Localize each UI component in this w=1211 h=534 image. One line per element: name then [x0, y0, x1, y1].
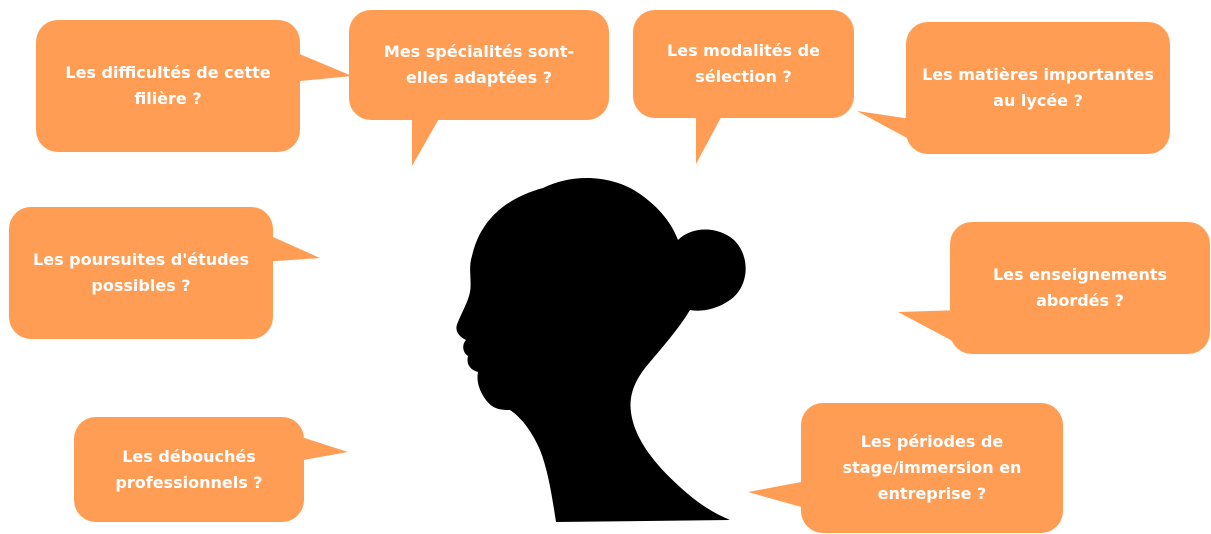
bubble-debouches-line-1: Les débouchés: [122, 446, 256, 466]
bubble-difficultes-line-2: filière ?: [134, 89, 202, 108]
bubble-periodes-line-2: stage/immersion en: [842, 458, 1022, 477]
bubble-enseignements-line-2: abordés ?: [1036, 291, 1124, 310]
bubble-modalites: Les modalités de sélection ?: [633, 10, 854, 118]
bubble-poursuites: Les poursuites d'études possibles ?: [9, 207, 273, 339]
bubble-specialites: Mes spécialités sont- elles adaptées ?: [349, 10, 609, 120]
bubble-enseignements-text: Les enseignements abordés ?: [993, 262, 1167, 314]
bubble-tail-enseignements: [898, 310, 962, 346]
bubble-poursuites-line-1: Les poursuites d'études: [33, 250, 249, 269]
bubble-enseignements: Les enseignements abordés ?: [950, 222, 1210, 354]
bubble-tail-poursuites: [262, 232, 320, 262]
bubble-modalites-line-2: sélection ?: [695, 67, 792, 86]
bubble-tail-difficultes: [290, 50, 352, 82]
bubble-periodes-line-1: Les périodes de: [860, 432, 1004, 451]
bubble-tail-periodes: [748, 480, 812, 510]
bubble-debouches-line-2: professionnels ?: [115, 472, 263, 492]
bubble-periodes-text: Les périodes de stage/immersion en entre…: [843, 429, 1022, 507]
bubble-matieres-text: Les matières importantes au lycée ?: [922, 62, 1154, 114]
bubble-specialites-text: Mes spécialités sont- elles adaptées ?: [384, 39, 574, 91]
bubble-debouches-text: Les débouchés professionnels ?: [115, 444, 262, 496]
bubble-poursuites-text: Les poursuites d'études possibles ?: [33, 247, 249, 299]
bubble-tail-specialites: [412, 110, 444, 166]
bubble-periodes-line-3: entreprise ?: [877, 484, 987, 503]
bubble-specialites-line-1: Mes spécialités sont-: [383, 42, 575, 61]
bubble-tail-matieres: [857, 111, 918, 144]
bubble-poursuites-line-2: possibles ?: [91, 276, 191, 295]
bubble-matieres-line-2: au lycée ?: [993, 91, 1083, 110]
bubble-difficultes-line-1: Les difficultés de cette: [65, 63, 271, 82]
bubble-specialites-line-2: elles adaptées ?: [406, 68, 552, 87]
bubble-enseignements-line-1: Les enseignements: [992, 265, 1168, 284]
bubble-tail-debouches: [292, 434, 348, 462]
bubble-debouches: Les débouchés professionnels ?: [74, 417, 304, 522]
bubble-matieres-line-1: Les matières importantes: [922, 65, 1154, 84]
bubble-difficultes: Les difficultés de cette filière ?: [36, 20, 300, 152]
bubble-difficultes-text: Les difficultés de cette filière ?: [65, 60, 270, 112]
bubble-matieres: Les matières importantes au lycée ?: [906, 22, 1170, 154]
bubble-modalites-text: Les modalités de sélection ?: [667, 38, 820, 90]
bubble-modalites-line-1: Les modalités de: [667, 41, 820, 60]
bubble-periodes: Les périodes de stage/immersion en entre…: [801, 403, 1063, 533]
bubble-tail-modalites: [696, 108, 726, 164]
